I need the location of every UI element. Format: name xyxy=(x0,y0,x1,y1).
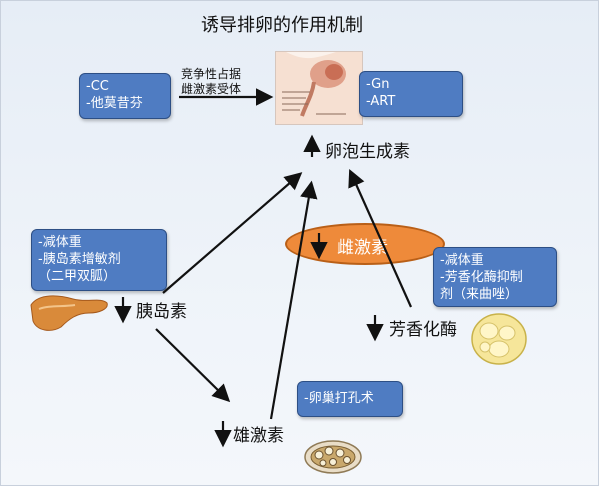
box-ovarian-drilling: -卵巢打孔术 xyxy=(297,381,403,417)
ovary-image xyxy=(303,435,363,479)
node-estrogen: 雌激素 xyxy=(337,238,388,258)
box-line: 剂（来曲唑） xyxy=(440,287,519,302)
pancreas-image xyxy=(29,291,109,337)
competitive-label: 竞争性占据 雌激素受体 xyxy=(181,67,241,97)
node-androgen: 雄激素 xyxy=(233,426,284,446)
competitive-label-line: 雌激素受体 xyxy=(181,82,242,96)
arrow-insulin-to-androgen xyxy=(155,328,231,403)
box-aromatase-inhibitor: -减体重 -芳香化酶抑制 剂（来曲唑） xyxy=(433,247,557,307)
box-cc-tamoxifen: -CC -他莫昔芬 xyxy=(79,73,171,119)
box-line: -减体重 xyxy=(38,235,82,250)
box-line: -ART xyxy=(366,94,396,109)
box-line: -减体重 xyxy=(440,253,484,268)
competitive-label-line: 竞争性占据 xyxy=(181,67,242,81)
node-insulin: 胰岛素 xyxy=(136,302,187,322)
box-line: -芳香化酶抑制 xyxy=(440,270,523,285)
box-line: -Gn xyxy=(366,77,390,92)
follicle-image xyxy=(469,311,529,371)
arrow-aromatase-to-fsh xyxy=(348,168,413,308)
box-insulin-sensitizer: -减体重 -胰岛素增敏剂 （二甲双胍） xyxy=(31,229,167,291)
box-line: -CC xyxy=(86,79,109,94)
node-fsh: 卵泡生成素 xyxy=(325,142,410,162)
diagram-title: 诱导排卵的作用机制 xyxy=(201,15,363,36)
pituitary-image xyxy=(275,51,363,125)
box-line: -他莫昔芬 xyxy=(86,96,143,111)
arrow-insulin-to-fsh xyxy=(162,172,303,294)
arrow-androgen-to-fsh xyxy=(269,180,318,420)
node-aromatase: 芳香化酶 xyxy=(389,320,457,340)
box-line: -卵巢打孔术 xyxy=(304,391,374,406)
box-line: -胰岛素增敏剂 xyxy=(38,252,121,267)
box-gn-art: -Gn -ART xyxy=(359,71,463,117)
box-line: （二甲双胍） xyxy=(38,269,117,284)
